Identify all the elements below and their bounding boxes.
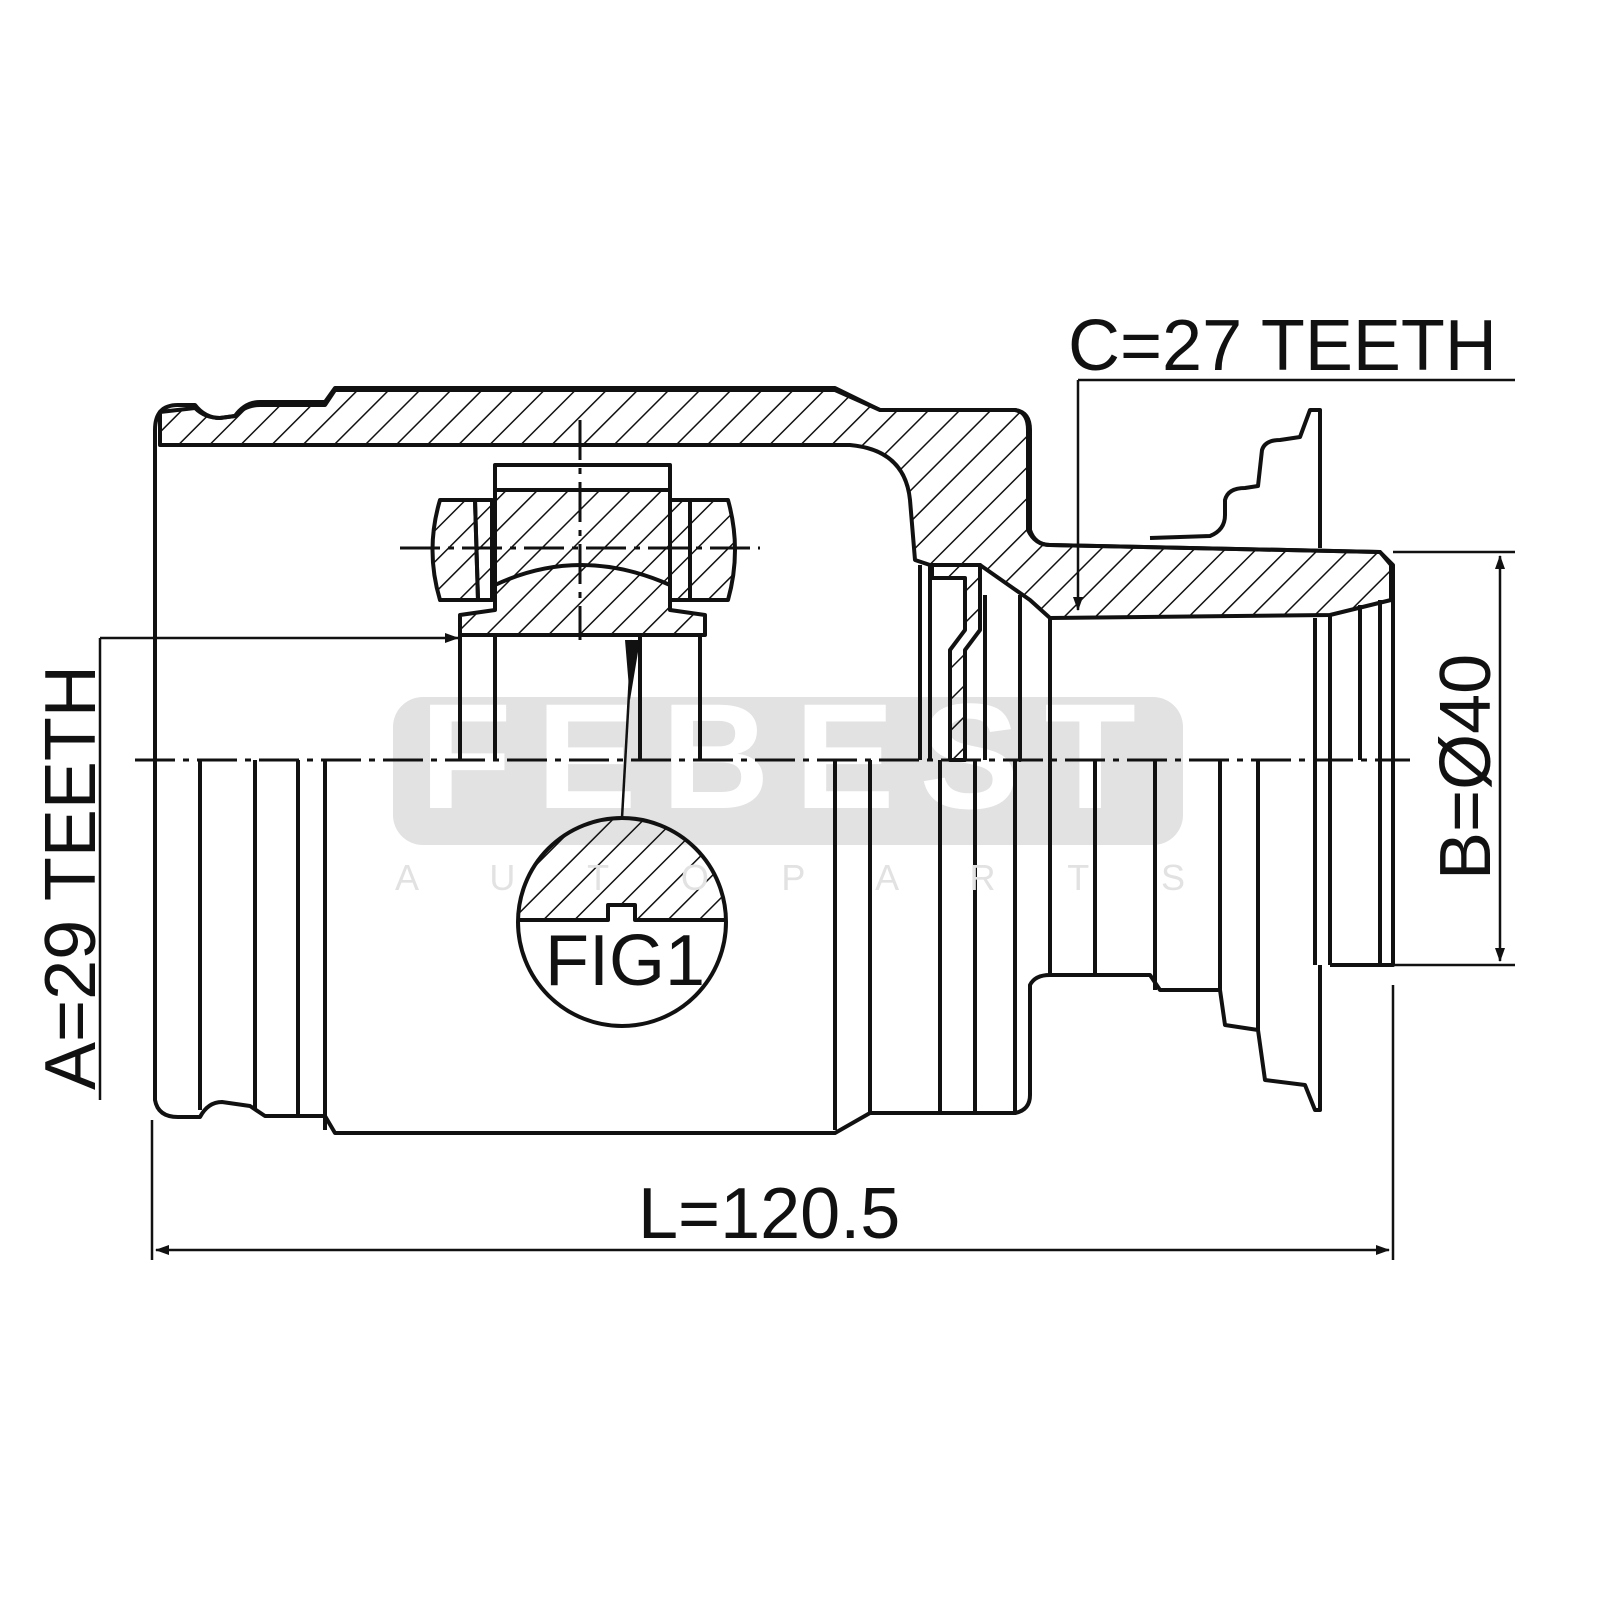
spline-a-label: A=29 TEETH (31, 665, 111, 1090)
shaft-inner (1048, 600, 1382, 1030)
watermark-tagline: A U T O P A R T S (395, 857, 1185, 898)
fig1-detail: FIG1 (516, 639, 728, 1028)
length-l-label: L=120.5 (638, 1174, 900, 1254)
diameter-b-label: B=Ø40 (1426, 654, 1506, 880)
dimension-b: B=Ø40 (1393, 550, 1515, 967)
shaft-steps-top (1149, 408, 1322, 548)
fig1-label: FIG1 (545, 921, 705, 1001)
tripod-roller (400, 420, 760, 760)
shaft-steps-bottom (1095, 965, 1322, 1112)
dimension-l: L=120.5 (150, 985, 1395, 1260)
housing-inner-lines (198, 565, 1022, 1130)
dimension-a: A=29 TEETH (31, 633, 459, 1100)
dimension-c: C=27 TEETH (1068, 306, 1515, 611)
spline-c-label: C=27 TEETH (1068, 306, 1497, 386)
housing-wall-section (158, 388, 1393, 620)
